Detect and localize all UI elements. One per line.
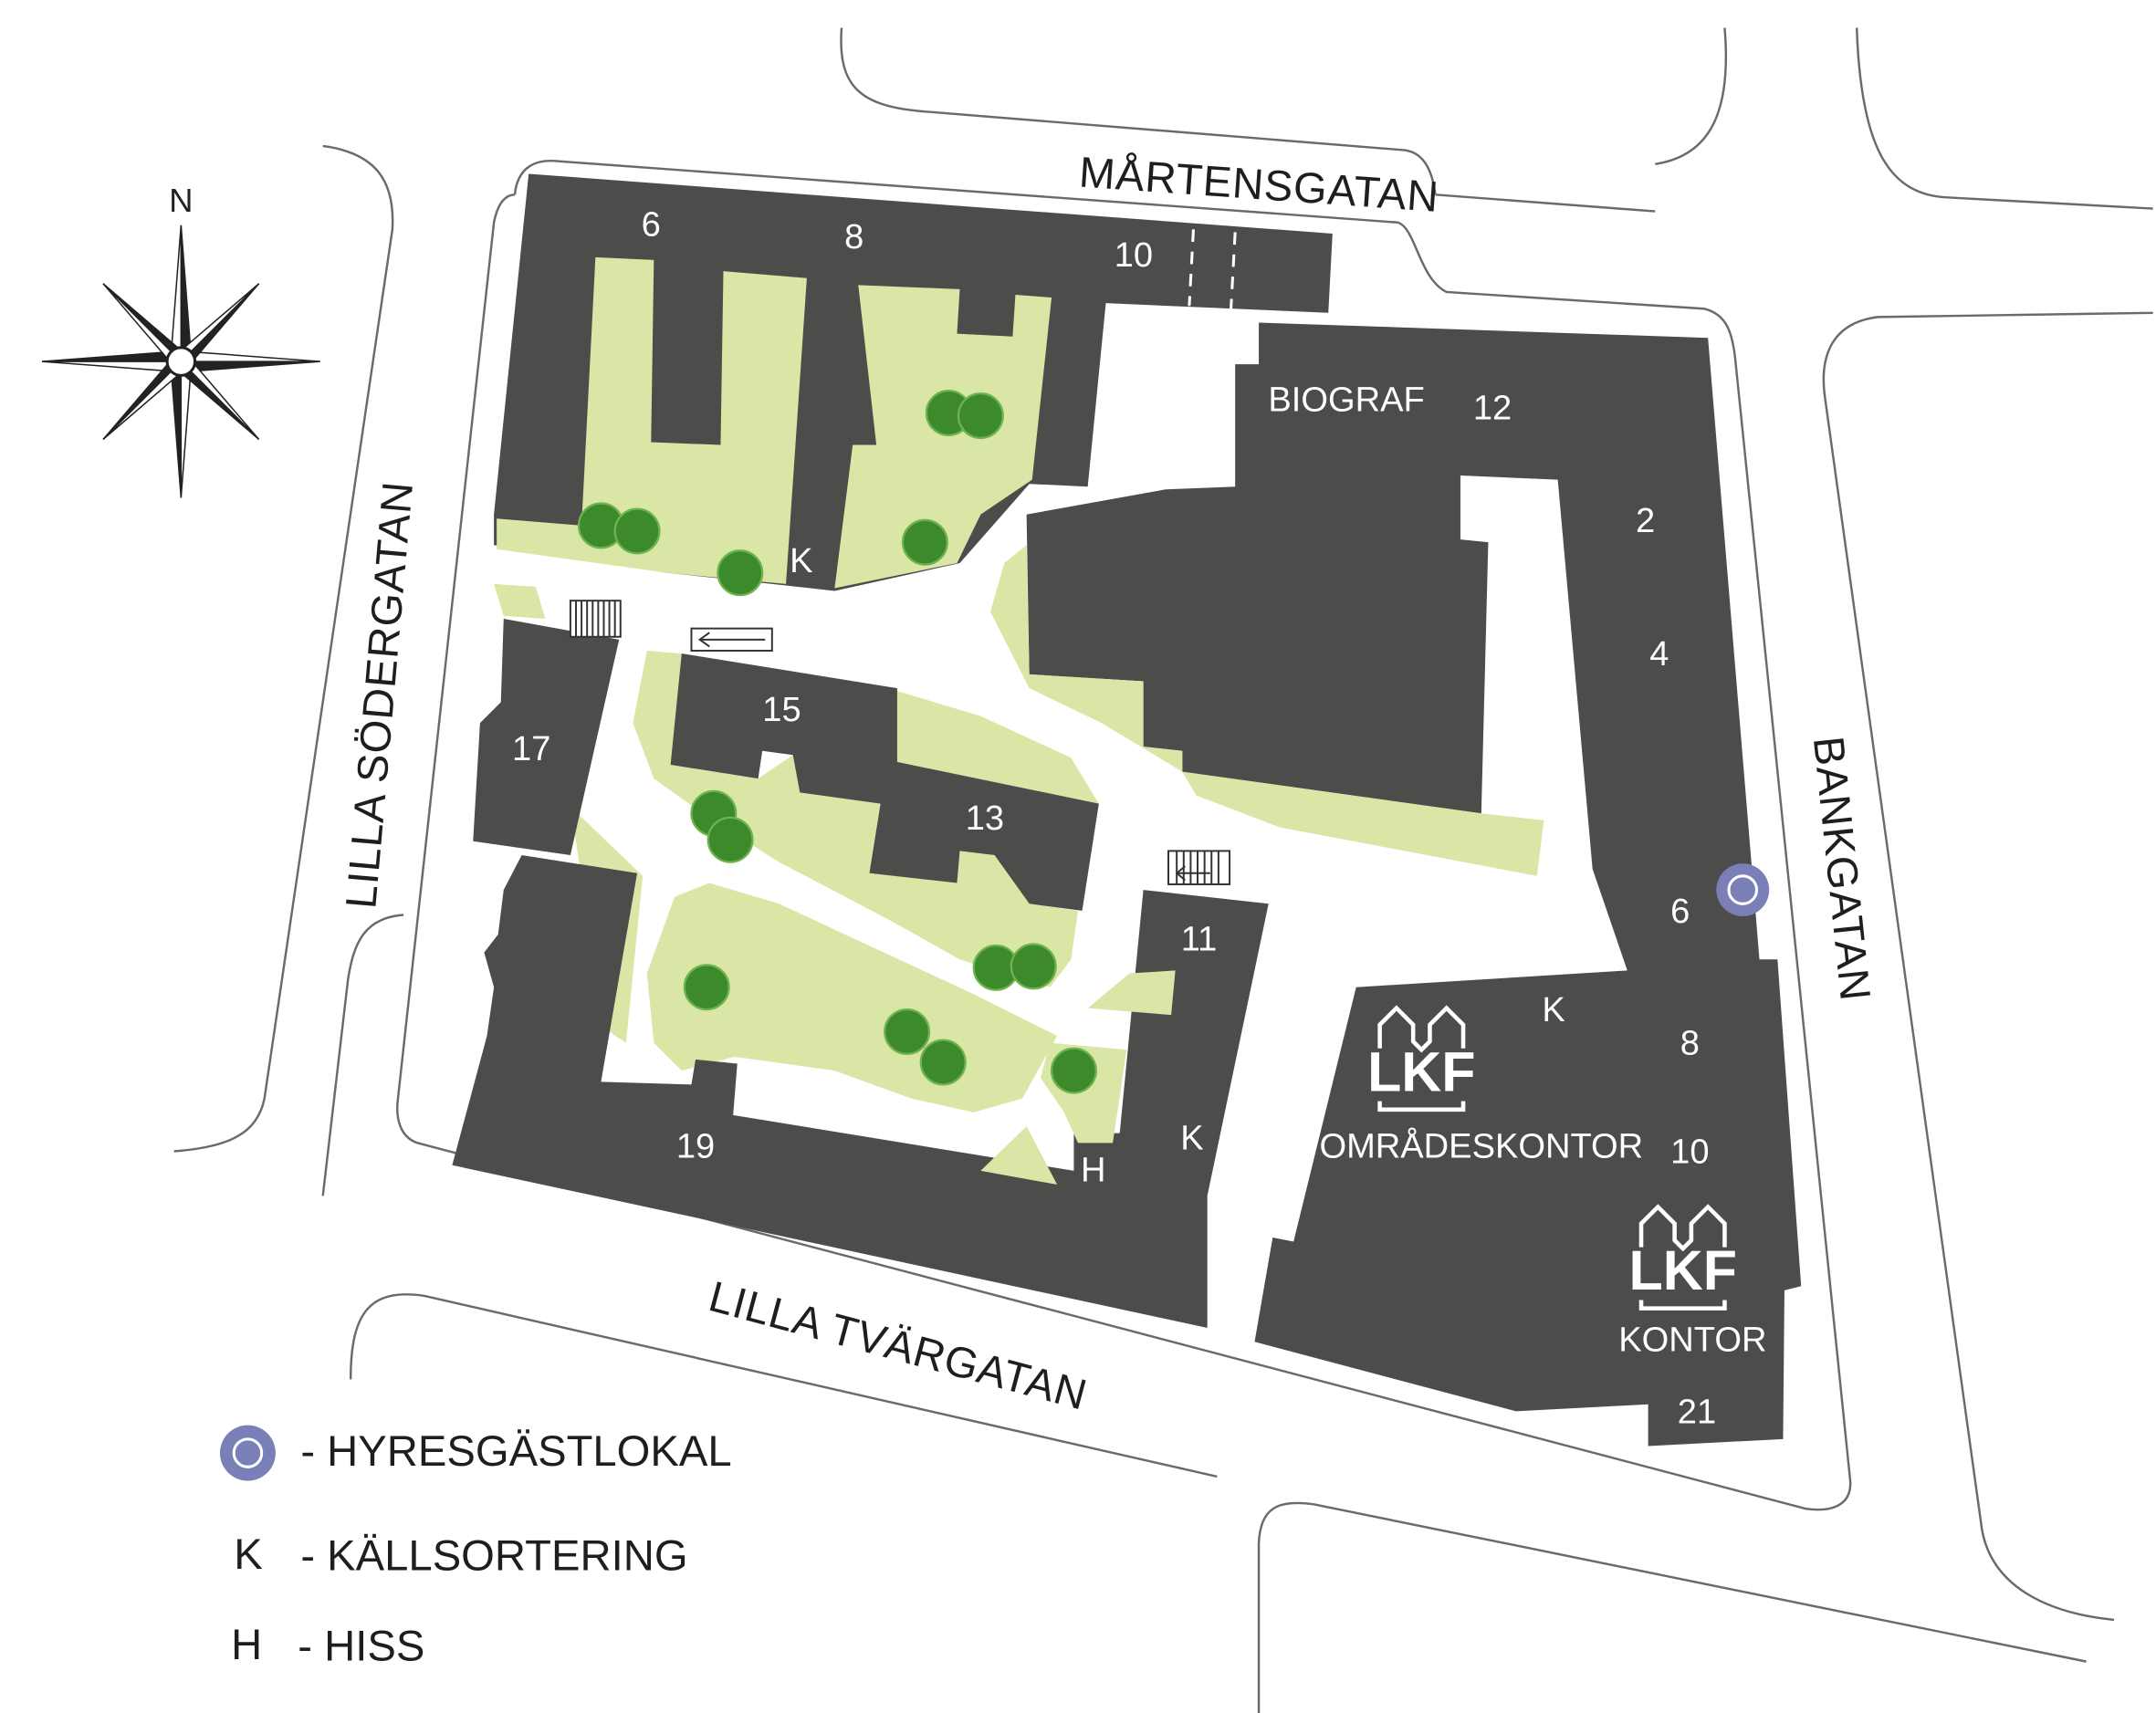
courtyard-green-n	[834, 285, 1052, 589]
building-labels: 6 8 10 BIOGRAF 12 2 4 6 K 8 10 21 15 13 …	[512, 205, 1716, 1431]
legend-symbol: K	[234, 1530, 262, 1579]
green-middle-east	[896, 691, 1099, 804]
tree-icon	[901, 518, 948, 566]
lkf-logo-kontor: LKF	[1629, 1204, 1737, 1311]
street-outlines	[173, 27, 2153, 1713]
building-label: 19	[676, 1128, 715, 1166]
compass-rose-icon: N	[41, 182, 320, 498]
stairs-icon	[569, 600, 622, 638]
tree-icon	[683, 964, 730, 1011]
tree-icon	[706, 816, 754, 863]
pedestrian-crossings	[1188, 229, 1268, 1338]
legend: - HYRESGÄSTLOKAL K - KÄLLSORTERING H - H…	[219, 1425, 732, 1671]
tree-icon	[957, 392, 1004, 440]
legend-symbol: H	[231, 1621, 262, 1669]
trees	[577, 389, 1097, 1094]
building-label: BIOGRAF	[1268, 381, 1424, 419]
legend-item-elevator: H - HISS	[231, 1621, 424, 1671]
svg-text:LKF: LKF	[1629, 1239, 1737, 1301]
building-15-13	[670, 653, 1099, 911]
building-label: H	[1081, 1151, 1106, 1189]
tree-icon	[1010, 943, 1057, 990]
building-label: 4	[1649, 635, 1669, 674]
street-name-east: BANKGATAN	[1804, 734, 1879, 1003]
ramp-arrow-icon	[1175, 865, 1210, 882]
compass-north-label: N	[169, 182, 193, 219]
building-label: 21	[1678, 1394, 1716, 1432]
street-name-south: LILLA TVÄRGATAN	[704, 1272, 1092, 1419]
tree-icon	[884, 1008, 931, 1055]
green-strip-south-biograf	[1182, 771, 1544, 876]
green-near-11	[1087, 970, 1176, 1016]
building-label: 11	[1181, 920, 1218, 958]
tenant-room-marker[interactable]	[1716, 863, 1770, 917]
tree-icon	[717, 549, 764, 597]
ramp-arrow-icon	[690, 627, 773, 653]
tree-icon	[919, 1039, 967, 1086]
svg-text:LKF: LKF	[1367, 1040, 1475, 1102]
green-middle	[633, 651, 1078, 987]
building-label: 13	[966, 799, 1004, 838]
office-label: OMRÅDESKONTOR	[1319, 1126, 1643, 1166]
tree-icon	[613, 507, 661, 555]
legend-text: - HISS	[298, 1622, 424, 1670]
office-label: KONTOR	[1618, 1321, 1766, 1359]
street-name-north: MÅRTENSGATAN	[1077, 148, 1440, 221]
legend-item-tenant-room: - HYRESGÄSTLOKAL	[219, 1425, 732, 1481]
building-label: 8	[1680, 1025, 1700, 1063]
building-label: 15	[762, 691, 801, 729]
building-east	[1026, 322, 1802, 1447]
building-19-11	[452, 854, 1269, 1328]
green-strip-biograf	[990, 545, 1183, 772]
building-label: 6	[1670, 893, 1690, 931]
building-label: 17	[512, 730, 550, 768]
legend-text: - KÄLLSORTERING	[300, 1531, 687, 1580]
building-label: K	[1542, 991, 1565, 1029]
building-17	[473, 618, 620, 855]
building-label: K	[1180, 1119, 1203, 1157]
building-label: 8	[844, 218, 863, 256]
building-label: 10	[1115, 236, 1153, 275]
lkf-logo-omradeskontor: LKF	[1367, 1005, 1476, 1112]
building-label: 6	[642, 205, 661, 244]
building-label: 2	[1636, 502, 1655, 540]
legend-text: - HYRESGÄSTLOKAL	[300, 1427, 731, 1476]
green-west-top	[494, 583, 546, 619]
courtyard-green-nw	[497, 256, 807, 584]
building-label: 12	[1473, 390, 1512, 428]
building-label: 10	[1670, 1133, 1709, 1172]
green-near-h	[980, 1126, 1058, 1186]
legend-item-recycling: K - KÄLLSORTERING	[234, 1530, 687, 1581]
tree-icon	[1050, 1047, 1097, 1094]
tenant-room-icon	[219, 1425, 276, 1481]
stairs-icon	[1167, 850, 1231, 885]
street-name-west: LILLA SÖDERGATAN	[337, 479, 423, 911]
building-label: K	[790, 542, 812, 580]
